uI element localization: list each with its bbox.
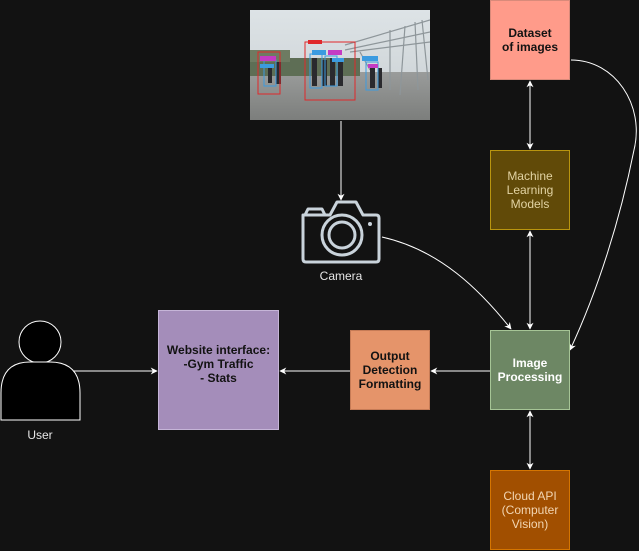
edge-dataset-to-imgproc	[569, 59, 637, 351]
camera-label: Camera	[319, 269, 363, 283]
node-website-interface[interactable]: Website interface: -Gym Traffic - Stats	[158, 310, 279, 430]
node-cloud-api[interactable]: Cloud API (Computer Vision)	[490, 470, 570, 550]
node-dataset-of-images[interactable]: Dataset of images	[490, 0, 570, 80]
node-output-detection-formatting[interactable]: Output Detection Formatting	[350, 330, 430, 410]
edge-camera-to-imgproc	[381, 236, 512, 330]
node-image-processing[interactable]: Image Processing	[490, 330, 570, 410]
user-label: User	[27, 428, 53, 442]
node-machine-learning-models[interactable]: Machine Learning Models	[490, 150, 570, 230]
surveillance-photo	[250, 10, 430, 120]
